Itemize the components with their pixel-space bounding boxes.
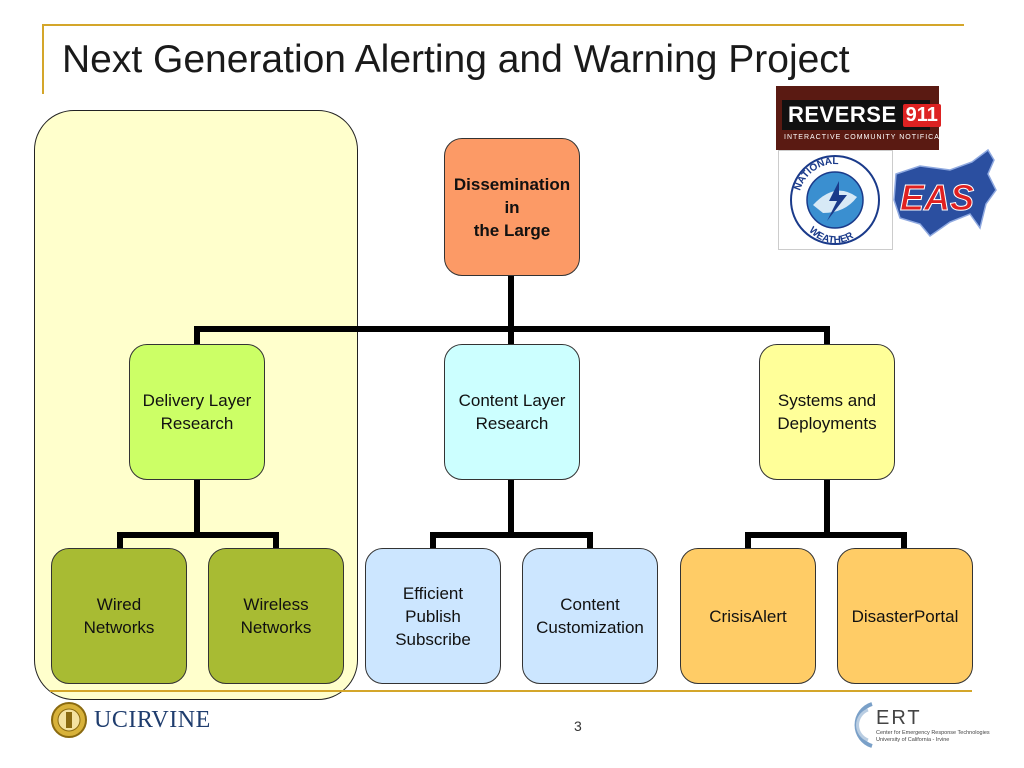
reverse-911-logo: REVERSE 911 INTERACTIVE COMMUNITY NOTIFI…: [776, 86, 959, 150]
node-systems-deployments: Systems and Deployments: [759, 344, 895, 480]
node-content-layer: Content Layer Research: [444, 344, 580, 480]
node-label: Systems and Deployments: [777, 391, 877, 433]
connector-branch-2: [508, 326, 514, 344]
uci-logo: UCIRVINE: [50, 700, 211, 740]
node-label: CrisisAlert: [709, 606, 787, 626]
node-label: Efficient Publish Subscribe: [395, 583, 471, 649]
node-wired-networks: Wired Networks: [51, 548, 187, 684]
nws-logo: NATIONAL WEATHER: [778, 150, 893, 250]
connector-b3-c2: [901, 532, 907, 548]
connector-branch-3: [824, 326, 830, 344]
node-disasterportal: DisasterPortal: [837, 548, 973, 684]
node-content-customization: Content Customization: [522, 548, 658, 684]
nws-emblem-icon: NATIONAL WEATHER: [790, 155, 880, 246]
connector-b1-c2: [273, 532, 279, 548]
title-side-rule: [42, 24, 44, 94]
connector-b3-bar: [745, 532, 907, 538]
node-crisisalert: CrisisAlert: [680, 548, 816, 684]
connector-b3-down: [824, 480, 830, 536]
connector-b1-down: [194, 480, 200, 536]
node-label: Delivery Layer Research: [142, 391, 252, 433]
eas-logo: EAS: [890, 144, 1002, 244]
node-label: DisasterPortal: [851, 606, 959, 626]
reverse-911-word: REVERSE: [788, 102, 897, 127]
footer-rule: [50, 690, 972, 692]
ert-swoosh-icon: [854, 702, 873, 748]
node-delivery-layer: Delivery Layer Research: [129, 344, 265, 480]
eas-text: EAS: [900, 177, 974, 218]
node-root: Dissemination in the Large: [444, 138, 580, 276]
connector-root-down: [508, 274, 514, 330]
reverse-911-tagline: INTERACTIVE COMMUNITY NOTIFICATION: [784, 134, 961, 141]
node-label: Content Layer Research: [458, 391, 566, 433]
node-label: Wired Networks: [83, 595, 155, 637]
uci-seal-icon: [51, 702, 87, 738]
uci-wordmark: UCIRVINE: [94, 706, 211, 733]
ert-subtitle-2: University of California - Irvine: [876, 736, 950, 743]
ert-subtitle-1: Center for Emergency Response Technologi…: [876, 729, 990, 736]
connector-b2-c1: [430, 532, 436, 548]
node-label: Wireless Networks: [240, 595, 312, 637]
connector-b2-bar: [430, 532, 593, 538]
node-efficient-publish-subscribe: Efficient Publish Subscribe: [365, 548, 501, 684]
connector-b1-bar: [117, 532, 279, 538]
ert-name: ERT: [876, 706, 922, 729]
connector-branch-1: [194, 326, 200, 344]
connector-b1-c1: [117, 532, 123, 548]
node-label: Content Customization: [536, 595, 644, 637]
connector-b2-down: [508, 480, 514, 536]
title-rule: [42, 24, 964, 26]
us-map-icon: EAS: [893, 148, 997, 238]
node-root-label: Dissemination in the Large: [453, 174, 571, 240]
page-number: 3: [574, 718, 582, 734]
reverse-911-number: 911: [902, 103, 941, 127]
reverse-911-banner: REVERSE 911: [782, 100, 941, 130]
connector-b2-c2: [587, 532, 593, 548]
ert-logo: ERT Center for Emergency Response Techno…: [846, 700, 990, 750]
slide-title: Next Generation Alerting and Warning Pro…: [62, 38, 850, 81]
node-wireless-networks: Wireless Networks: [208, 548, 344, 684]
connector-b3-c1: [745, 532, 751, 548]
